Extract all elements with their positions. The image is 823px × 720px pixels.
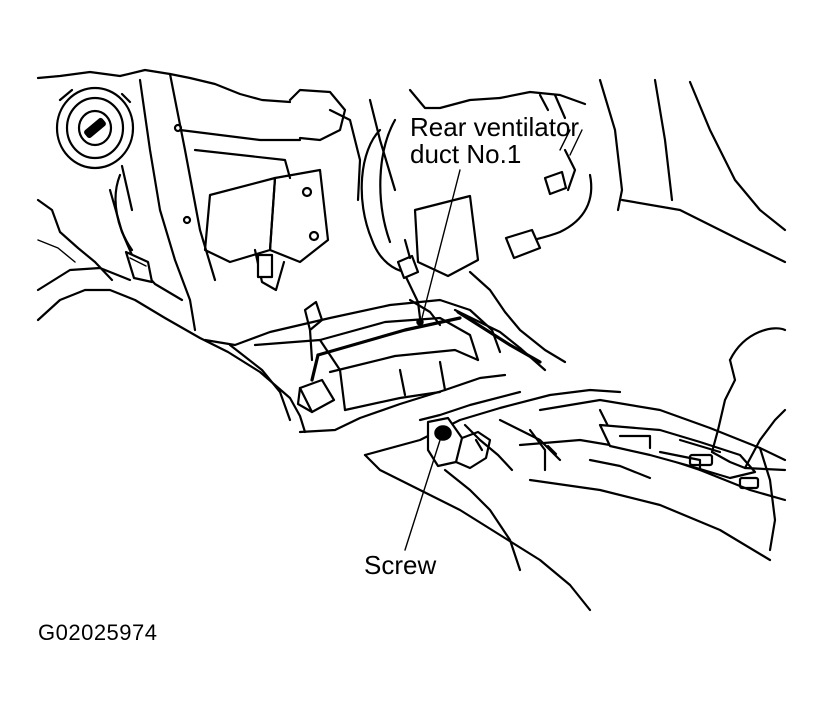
center-dash-upper (288, 88, 587, 278)
upper-mounting-bracket (178, 128, 330, 292)
duct-upper-clip (396, 238, 420, 280)
duct-callout-line-1: Rear ventilator (410, 112, 580, 142)
duct-retainer-clip (296, 300, 336, 414)
duct-leader-line (421, 169, 461, 319)
right-dash-wiring (504, 78, 787, 264)
rear-ventilator-duct-no1 (310, 270, 567, 382)
figure-code: G02025974 (38, 620, 158, 645)
ignition-key-cylinder (55, 86, 135, 170)
shift-lever-boot (710, 327, 787, 472)
screw-callout: Screw (364, 550, 437, 580)
screw-leader-line (404, 436, 442, 551)
callout-leaders (404, 169, 461, 551)
shift-gate (546, 423, 760, 490)
left-wire-connector (114, 173, 154, 284)
duct-callout-line-2: duct No.1 (410, 139, 522, 170)
rear-ventilator-duct-callout: Rear ventilator duct No.1 (410, 112, 580, 170)
screw-location (426, 416, 492, 470)
